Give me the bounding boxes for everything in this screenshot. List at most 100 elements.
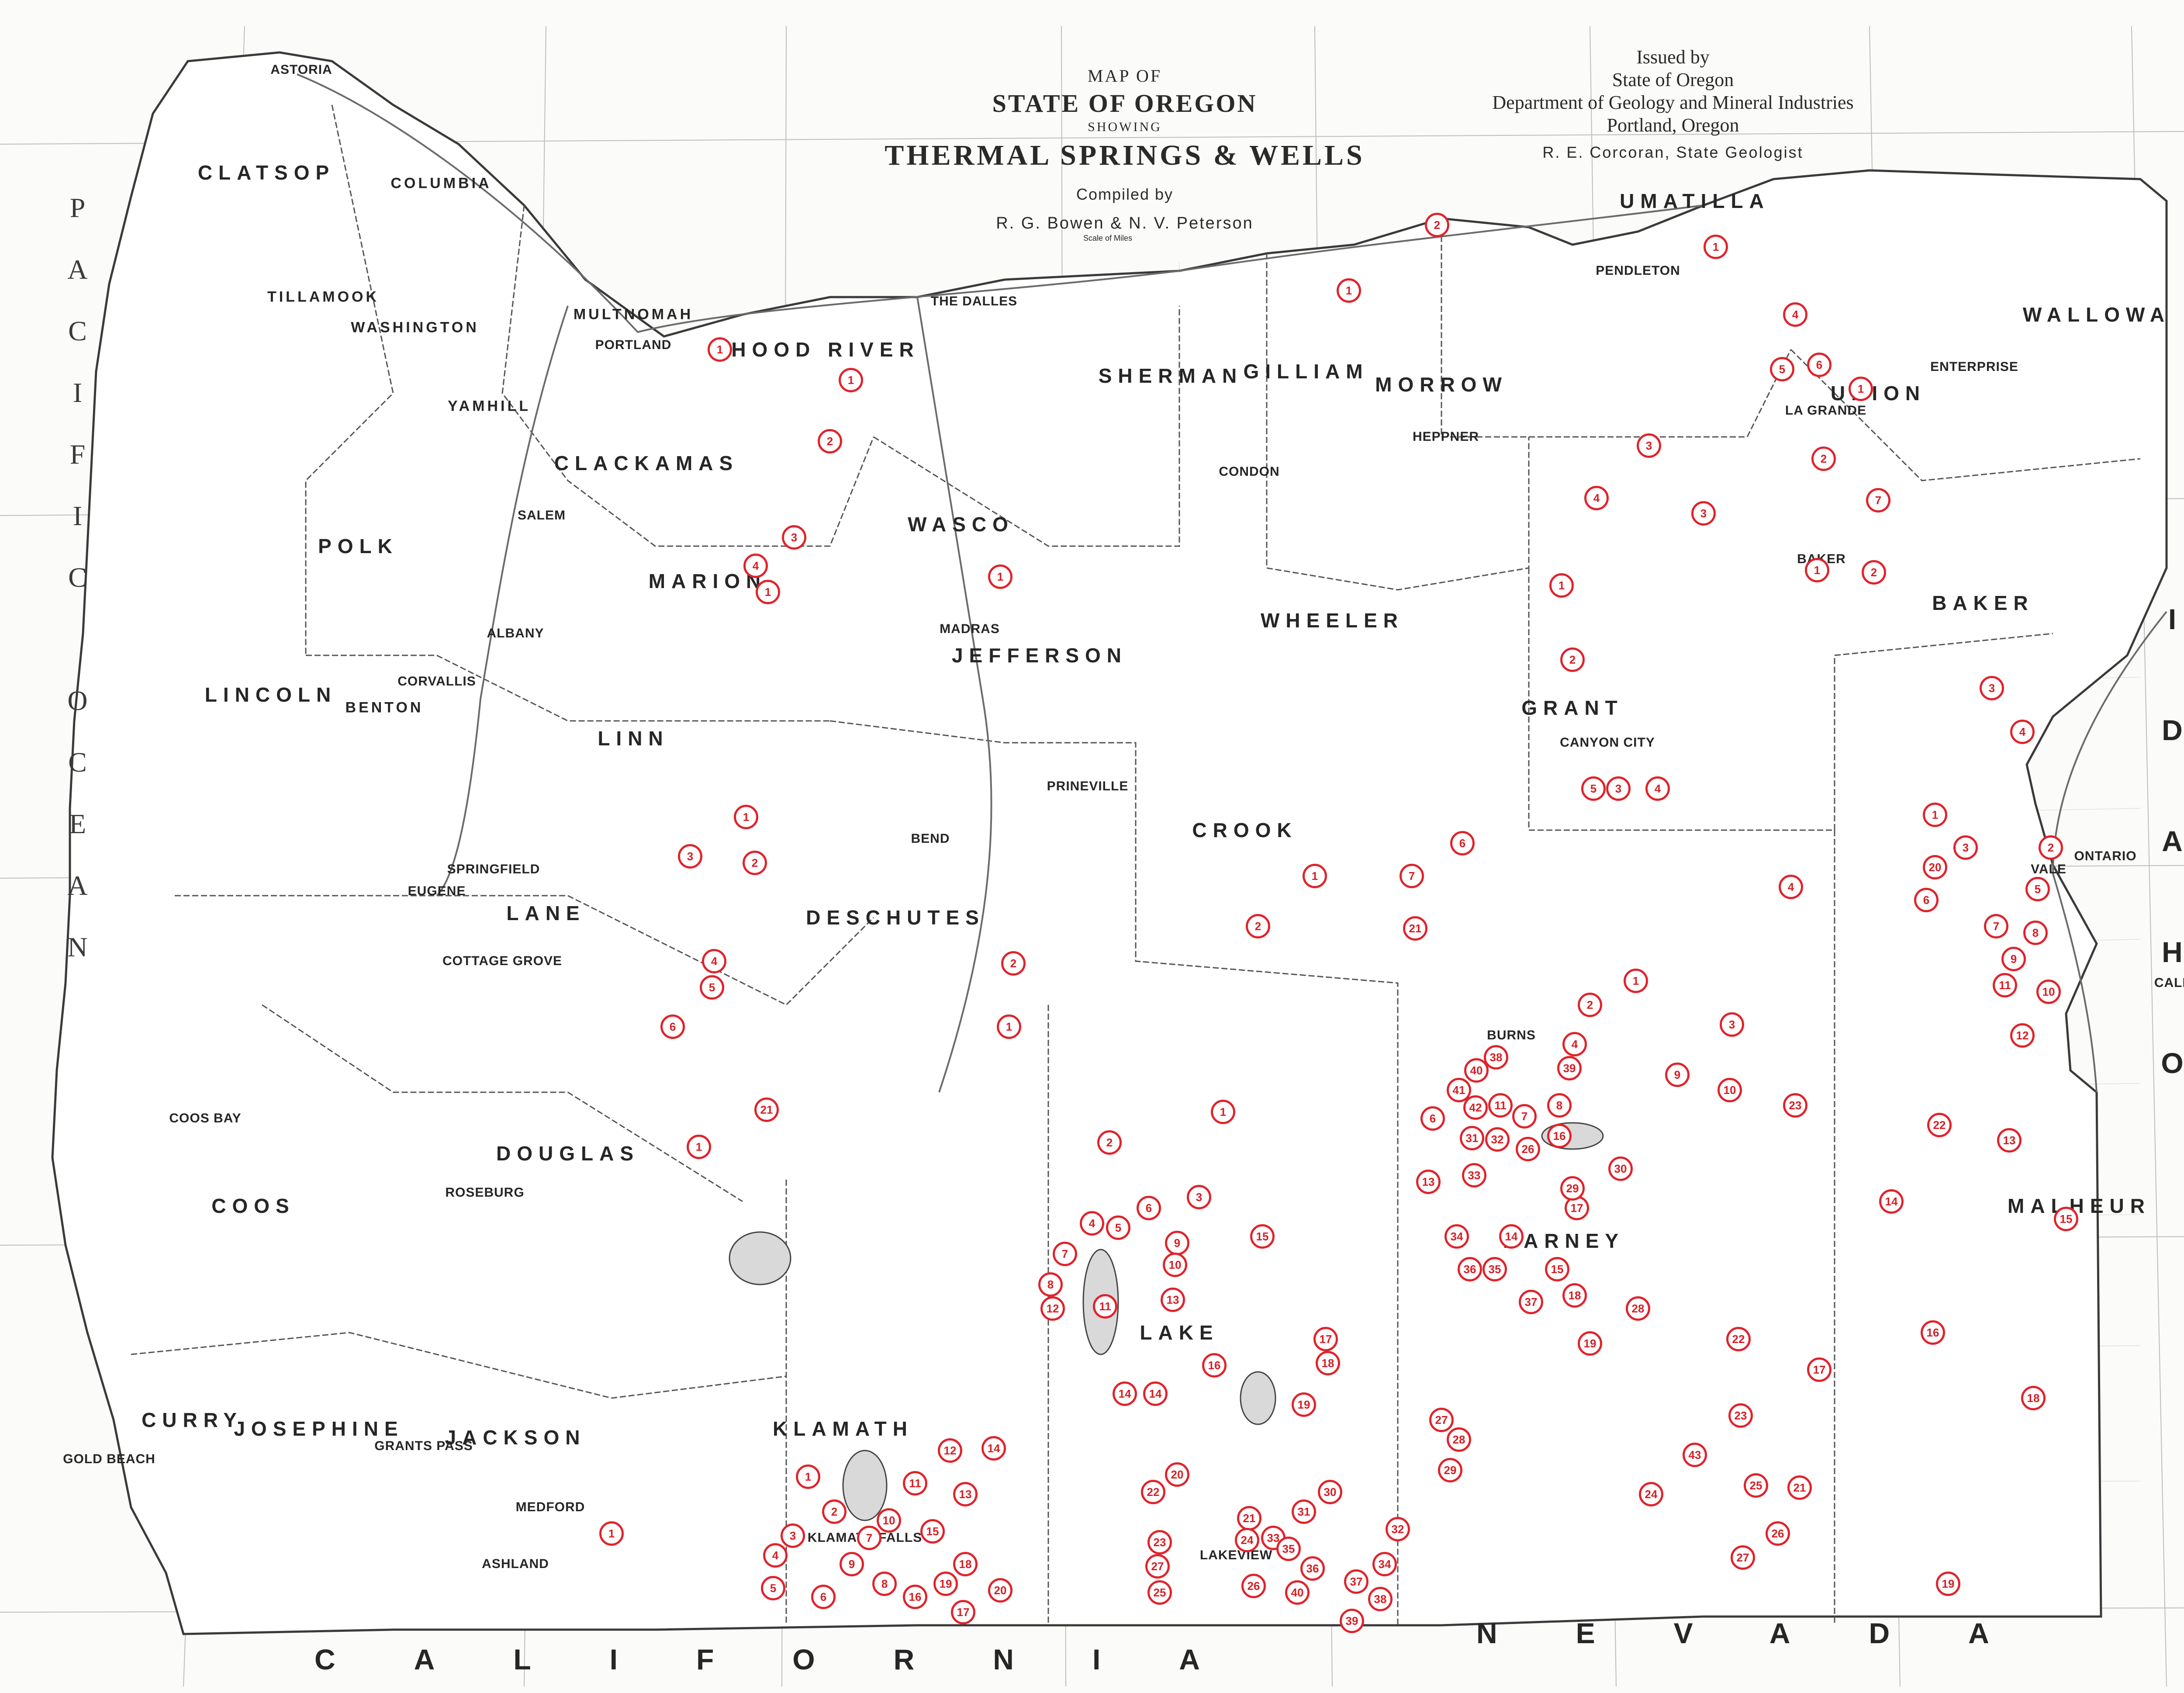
county-label: LINN bbox=[598, 727, 669, 750]
spring-marker: 9 bbox=[1165, 1231, 1189, 1255]
spring-marker: 5 bbox=[1770, 357, 1794, 381]
spring-marker: 8 bbox=[872, 1572, 897, 1596]
spring-marker: 24 bbox=[1639, 1482, 1663, 1506]
spring-marker: 18 bbox=[1562, 1283, 1587, 1308]
spring-marker: 22 bbox=[1927, 1113, 1952, 1137]
spring-marker: 14 bbox=[1499, 1224, 1524, 1249]
spring-marker: 22 bbox=[1141, 1480, 1165, 1504]
spring-marker: 6 bbox=[1914, 888, 1939, 912]
city-label: THE DALLES bbox=[930, 294, 1018, 308]
spring-marker: 29 bbox=[1438, 1458, 1462, 1482]
spring-marker: 21 bbox=[1403, 916, 1427, 941]
spring-marker: 17 bbox=[1565, 1196, 1589, 1220]
spring-marker: 27 bbox=[1731, 1545, 1755, 1570]
spring-marker: 36 bbox=[1300, 1556, 1325, 1581]
spring-marker: 39 bbox=[1557, 1056, 1582, 1080]
spring-marker: 7 bbox=[1866, 488, 1890, 512]
spring-marker: 16 bbox=[1547, 1124, 1572, 1148]
spring-marker: 4 bbox=[2010, 720, 2035, 744]
spring-marker: 2 bbox=[1560, 647, 1585, 672]
spring-marker: 27 bbox=[1145, 1554, 1170, 1579]
spring-marker: 8 bbox=[1038, 1272, 1063, 1297]
spring-marker: 6 bbox=[1420, 1106, 1445, 1131]
spring-marker: 38 bbox=[1484, 1045, 1508, 1070]
spring-marker: 1 bbox=[796, 1464, 820, 1489]
spring-marker: 2 bbox=[1578, 993, 1602, 1017]
issuer-agency: State of Oregon bbox=[1612, 69, 1734, 90]
spring-marker: 32 bbox=[1386, 1517, 1410, 1541]
city-label: COOS BAY bbox=[169, 1111, 242, 1125]
spring-marker: 1 bbox=[599, 1521, 624, 1546]
spring-marker: 4 bbox=[1080, 1211, 1104, 1236]
spring-marker: 4 bbox=[702, 949, 726, 973]
city-label: PORTLAND bbox=[595, 338, 672, 352]
spring-marker: 19 bbox=[1578, 1331, 1602, 1356]
spring-marker: 7 bbox=[1400, 864, 1424, 888]
spring-marker: 1 bbox=[708, 337, 732, 362]
spring-marker: 15 bbox=[1545, 1257, 1569, 1281]
spring-marker: 4 bbox=[1783, 302, 1807, 327]
spring-marker: 43 bbox=[1683, 1443, 1707, 1467]
authors: R. G. Bowen & N. V. Peterson bbox=[996, 214, 1254, 232]
ocean-label: PACIFIC OCEAN bbox=[62, 192, 93, 993]
spring-marker: 18 bbox=[1316, 1351, 1340, 1375]
spring-marker: 25 bbox=[1147, 1580, 1172, 1605]
spring-marker: 3 bbox=[782, 525, 806, 550]
spring-marker: 35 bbox=[1482, 1257, 1507, 1281]
spring-marker: 2 bbox=[1862, 560, 1886, 585]
spring-marker: 1 bbox=[1805, 558, 1829, 582]
city-label: CORVALLIS bbox=[397, 674, 476, 689]
city-label: LAKEVIEW bbox=[1199, 1548, 1273, 1562]
spring-marker: 10 bbox=[2036, 980, 2061, 1004]
title-line-3: SHOWING bbox=[1088, 120, 1162, 134]
spring-marker: 27 bbox=[1429, 1408, 1454, 1432]
city-label: EUGENE bbox=[408, 884, 466, 898]
scale-label: Scale of Miles bbox=[1083, 234, 1133, 242]
spring-marker: 10 bbox=[877, 1508, 901, 1533]
spring-marker: 1 bbox=[1849, 377, 1873, 401]
state-label-california: CALIFORNIA bbox=[314, 1643, 1279, 1676]
state-label-nevada: NEVADA bbox=[1476, 1617, 2068, 1649]
spring-marker: 20 bbox=[1923, 855, 1947, 879]
spring-marker: 2 bbox=[1097, 1130, 1122, 1155]
county-label: CROOK bbox=[1192, 819, 1298, 841]
city-label: ALBANY bbox=[487, 626, 544, 641]
spring-marker: 1 bbox=[734, 805, 758, 829]
spring-marker: 23 bbox=[1147, 1530, 1172, 1555]
spring-marker: 12 bbox=[2010, 1023, 2035, 1048]
county-label: POLK bbox=[318, 535, 398, 557]
city-label: SPRINGFIELD bbox=[447, 862, 540, 876]
state-geologist: R. E. Corcoran, State Geologist bbox=[1542, 143, 1804, 161]
city-label: CALDWELL bbox=[2154, 976, 2184, 990]
spring-marker: 23 bbox=[1783, 1093, 1807, 1118]
county-label: LAKE bbox=[1140, 1321, 1219, 1344]
spring-marker: 30 bbox=[1318, 1480, 1342, 1504]
spring-marker: 6 bbox=[811, 1585, 836, 1609]
city-label: CANYON CITY bbox=[1560, 735, 1655, 750]
spring-marker: 15 bbox=[2054, 1207, 2078, 1231]
title-line-4: THERMAL SPRINGS & WELLS bbox=[885, 139, 1365, 171]
spring-marker: 8 bbox=[2023, 921, 2048, 945]
spring-marker: 3 bbox=[1187, 1185, 1211, 1209]
spring-marker: 4 bbox=[1779, 875, 1803, 899]
spring-marker: 21 bbox=[1787, 1475, 1812, 1500]
spring-marker: 26 bbox=[1516, 1137, 1540, 1161]
county-label: GRANT bbox=[1521, 696, 1624, 719]
spring-marker: 24 bbox=[1235, 1528, 1259, 1552]
county-label: JACKSON bbox=[445, 1426, 586, 1449]
county-label: DESCHUTES bbox=[806, 906, 985, 929]
county-label: WASHINGTON bbox=[351, 319, 479, 336]
spring-marker: 11 bbox=[903, 1471, 927, 1496]
city-label: GOLD BEACH bbox=[63, 1452, 156, 1466]
spring-marker: 1 bbox=[997, 1014, 1021, 1039]
spring-marker: 9 bbox=[1665, 1063, 1690, 1087]
map-title-block: MAP OF STATE OF OREGON SHOWING THERMAL S… bbox=[830, 66, 1420, 233]
spring-marker: 5 bbox=[1106, 1215, 1130, 1240]
spring-marker: 1 bbox=[1923, 803, 1947, 827]
spring-marker: 7 bbox=[857, 1526, 881, 1550]
spring-marker: 34 bbox=[1444, 1224, 1469, 1249]
spring-marker: 1 bbox=[839, 368, 863, 392]
spring-marker: 2 bbox=[1001, 951, 1026, 976]
county-label: WALLOWA bbox=[2022, 303, 2171, 326]
county-label: CLATSOP bbox=[197, 161, 335, 184]
